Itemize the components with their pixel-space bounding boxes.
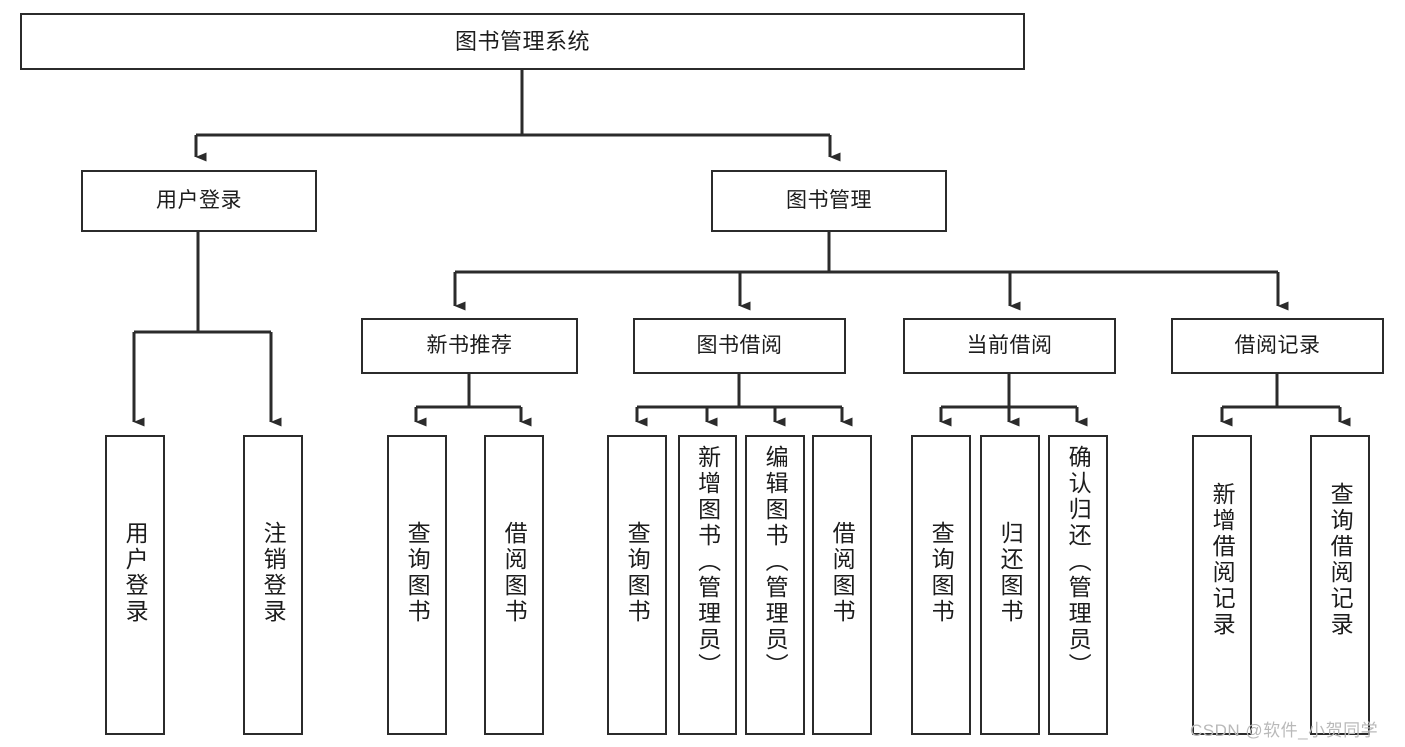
- node-book-manage-label: 图书管理: [786, 188, 872, 212]
- leaf-add-book-admin[interactable]: 新增图书（管理员）: [678, 435, 737, 735]
- leaf-confirm-return-admin-label: 确认归还（管理员）: [1065, 445, 1092, 679]
- leaf-query-book-2[interactable]: 查询图书: [607, 435, 667, 735]
- leaf-query-borrow-record-label: 查询借阅记录: [1327, 482, 1354, 638]
- node-book-borrow-label: 图书借阅: [696, 333, 783, 357]
- leaf-user-login[interactable]: 用户登录: [105, 435, 165, 735]
- node-new-book-recommend-label: 新书推荐: [426, 333, 513, 357]
- node-user-login[interactable]: 用户登录: [81, 170, 317, 232]
- leaf-user-login-label: 用户登录: [122, 521, 149, 625]
- node-book-manage[interactable]: 图书管理: [711, 170, 947, 232]
- leaf-add-borrow-record[interactable]: 新增借阅记录: [1192, 435, 1252, 735]
- node-book-borrow[interactable]: 图书借阅: [633, 318, 846, 374]
- leaf-return-book-label: 归还图书: [997, 521, 1024, 625]
- node-current-borrow[interactable]: 当前借阅: [903, 318, 1116, 374]
- watermark: CSDN @软件_小贺同学: [1190, 721, 1379, 740]
- leaf-query-book-2-label: 查询图书: [624, 521, 651, 625]
- leaf-add-borrow-record-label: 新增借阅记录: [1209, 482, 1236, 638]
- leaf-borrow-book-2-label: 借阅图书: [829, 521, 856, 625]
- leaf-return-book[interactable]: 归还图书: [980, 435, 1040, 735]
- leaf-query-book-3[interactable]: 查询图书: [911, 435, 971, 735]
- node-borrow-record[interactable]: 借阅记录: [1171, 318, 1384, 374]
- node-current-borrow-label: 当前借阅: [966, 333, 1053, 357]
- node-borrow-record-label: 借阅记录: [1234, 333, 1321, 357]
- leaf-query-book-1[interactable]: 查询图书: [387, 435, 447, 735]
- leaf-logout-login-label: 注销登录: [260, 521, 287, 625]
- leaf-edit-book-admin-label: 编辑图书（管理员）: [762, 445, 789, 679]
- leaf-query-borrow-record[interactable]: 查询借阅记录: [1310, 435, 1370, 735]
- leaf-borrow-book-2[interactable]: 借阅图书: [812, 435, 872, 735]
- leaf-borrow-book-1-label: 借阅图书: [501, 521, 528, 625]
- node-root-label: 图书管理系统: [454, 28, 590, 54]
- leaf-query-book-1-label: 查询图书: [404, 521, 431, 625]
- node-user-login-label: 用户登录: [156, 188, 242, 212]
- leaf-logout-login[interactable]: 注销登录: [243, 435, 303, 735]
- node-root[interactable]: 图书管理系统: [20, 13, 1025, 70]
- leaf-add-book-admin-label: 新增图书（管理员）: [694, 445, 721, 679]
- leaf-confirm-return-admin[interactable]: 确认归还（管理员）: [1048, 435, 1108, 735]
- leaf-edit-book-admin[interactable]: 编辑图书（管理员）: [745, 435, 805, 735]
- leaf-borrow-book-1[interactable]: 借阅图书: [484, 435, 544, 735]
- leaf-query-book-3-label: 查询图书: [928, 521, 955, 625]
- node-new-book-recommend[interactable]: 新书推荐: [361, 318, 578, 374]
